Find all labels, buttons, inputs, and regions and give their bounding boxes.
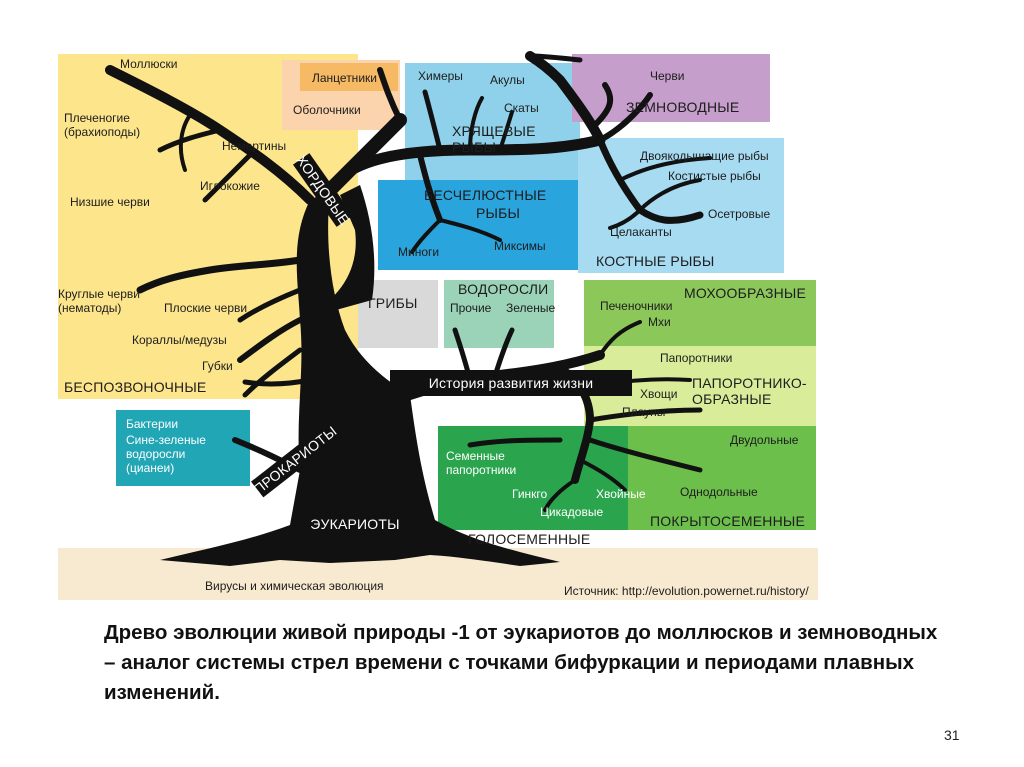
label-brachiopods-2: (брахиоподы)	[64, 125, 140, 139]
svg-text:Черви: Черви	[650, 69, 684, 83]
svg-text:Химеры: Химеры	[418, 69, 463, 83]
mosses-labels: МОХООБРАЗНЫЕ Печеночники Мхи	[600, 285, 806, 329]
svg-text:Плауны: Плауны	[622, 405, 665, 419]
svg-text:Семенные: Семенные	[446, 449, 505, 463]
gymnosperms-labels: Семенные папоротники Гинкго Хвойные Цика…	[446, 449, 646, 547]
svg-text:КОСТНЫЕ РЫБЫ: КОСТНЫЕ РЫБЫ	[596, 253, 715, 269]
label-lancelets: Ланцетники	[312, 71, 377, 85]
label-lower-worms: Низшие черви	[70, 195, 150, 209]
label-nemertines: Немертины	[222, 139, 286, 153]
svg-text:ХРЯЩЕВЫЕ: ХРЯЩЕВЫЕ	[452, 123, 536, 139]
label-roundworms: Круглые черви	[58, 287, 140, 301]
svg-text:Акулы: Акулы	[490, 73, 525, 87]
angiosperms-panel	[624, 426, 816, 530]
svg-text:Миксимы: Миксимы	[494, 239, 546, 253]
eukaryotes-tag: ЭУКАРИОТЫ	[300, 512, 410, 536]
svg-text:Хвощи: Хвощи	[640, 387, 678, 401]
fungi-title: ГРИБЫ	[368, 295, 418, 311]
label-tunicates: Оболочники	[293, 103, 361, 117]
svg-text:ПОКРЫТОСЕМЕННЫЕ: ПОКРЫТОСЕМЕННЫЕ	[650, 513, 805, 529]
svg-text:БЕСЧЕЛЮСТНЫЕ: БЕСЧЕЛЮСТНЫЕ	[424, 187, 546, 203]
label-brachiopods: Плеченогие	[64, 111, 130, 125]
svg-text:(цианеи): (цианеи)	[126, 461, 174, 475]
cartilaginous-labels: Химеры Акулы Скаты ХРЯЩЕВЫЕ РЫБЫ	[418, 69, 539, 155]
svg-text:Хвойные: Хвойные	[596, 487, 646, 501]
evolution-tree-figure: ХОРДОВЫЕ ПРОКАРИОТЫ ЭУКАРИОТЫ История ра…	[58, 51, 818, 600]
svg-text:РЫБЫ: РЫБЫ	[476, 205, 520, 221]
svg-text:Бактерии: Бактерии	[126, 417, 178, 431]
svg-text:водоросли: водоросли	[126, 447, 185, 461]
label-flatworms: Плоские черви	[164, 301, 247, 315]
svg-text:Миноги: Миноги	[398, 245, 439, 259]
svg-text:Целаканты: Целаканты	[610, 225, 672, 239]
prokaryotes-panel	[116, 410, 250, 486]
svg-text:Двудольные: Двудольные	[730, 433, 799, 447]
svg-text:Гинкго: Гинкго	[512, 487, 548, 501]
svg-text:ПАПОРОТНИКО-: ПАПОРОТНИКО-	[692, 375, 807, 391]
svg-text:Скаты: Скаты	[504, 101, 539, 115]
svg-text:ЭУКАРИОТЫ: ЭУКАРИОТЫ	[310, 516, 400, 532]
slide-number: 31	[944, 727, 960, 743]
svg-text:ГОЛОСЕМЕННЫЕ: ГОЛОСЕМЕННЫЕ	[468, 531, 590, 547]
mosses-panel	[584, 280, 816, 346]
svg-text:МОХООБРАЗНЫЕ: МОХООБРАЗНЫЕ	[684, 285, 806, 301]
amphibians-labels: Черви ЗЕМНОВОДНЫЕ	[626, 69, 739, 115]
jawless-labels: БЕСЧЕЛЮСТНЫЕ РЫБЫ Миноги Миксимы	[398, 187, 546, 259]
svg-text:Папоротники: Папоротники	[660, 351, 732, 365]
svg-text:ЗЕМНОВОДНЫЕ: ЗЕМНОВОДНЫЕ	[626, 99, 739, 115]
source-label: Источник: http://evolution.powernet.ru/h…	[564, 584, 809, 598]
svg-text:РЫБЫ: РЫБЫ	[452, 139, 496, 155]
svg-text:Сине-зеленые: Сине-зеленые	[126, 433, 206, 447]
svg-text:Двоякодышащие рыбы: Двоякодышащие рыбы	[640, 149, 769, 163]
algae-panel	[444, 280, 554, 348]
jawless-panel	[378, 180, 578, 270]
svg-text:ОБРАЗНЫЕ: ОБРАЗНЫЕ	[692, 391, 772, 407]
svg-text:Цикадовые: Цикадовые	[540, 505, 603, 519]
label-nematodes: (нематоды)	[58, 301, 121, 315]
prokaryotes-labels: Бактерии Сине-зеленые водоросли (цианеи)	[126, 417, 206, 475]
invertebrates-title: БЕСПОЗВОНОЧНЫЕ	[64, 379, 206, 395]
angiosperms-labels: Двудольные Однодольные ПОКРЫТОСЕМЕННЫЕ	[650, 433, 805, 529]
bony-labels: Двоякодышащие рыбы Костистые рыбы Осетро…	[596, 149, 770, 269]
label-sponges: Губки	[202, 359, 233, 373]
algae-labels: ВОДОРОСЛИ Прочие Зеленые	[450, 281, 555, 315]
svg-text:Печеночники: Печеночники	[600, 299, 672, 313]
svg-text:ВОДОРОСЛИ: ВОДОРОСЛИ	[458, 281, 548, 297]
slide-caption: Древо эволюции живой природы -1 от эукар…	[104, 621, 938, 704]
svg-text:папоротники: папоротники	[446, 463, 516, 477]
label-molluscs: Моллюски	[120, 57, 178, 71]
svg-text:Зеленые: Зеленые	[506, 301, 555, 315]
invertebrates-labels: Моллюски Плеченогие (брахиоподы) Немерти…	[58, 57, 286, 395]
svg-text:Прочие: Прочие	[450, 301, 492, 315]
svg-text:Осетровые: Осетровые	[708, 207, 770, 221]
tree	[105, 51, 712, 566]
label-corals: Кораллы/медузы	[132, 333, 227, 347]
svg-text:Костистые рыбы: Костистые рыбы	[668, 169, 761, 183]
svg-text:История развития жизни: История развития жизни	[429, 375, 594, 391]
svg-text:Мхи: Мхи	[648, 315, 671, 329]
label-echinoderms: Иглокожие	[200, 179, 260, 193]
ferns-labels: Папоротники ПАПОРОТНИКО- ОБРАЗНЫЕ Хвощи …	[622, 351, 807, 419]
viruses-label: Вирусы и химическая эволюция	[205, 579, 384, 593]
svg-text:Однодольные: Однодольные	[680, 485, 758, 499]
history-tag: История развития жизни	[390, 370, 632, 396]
